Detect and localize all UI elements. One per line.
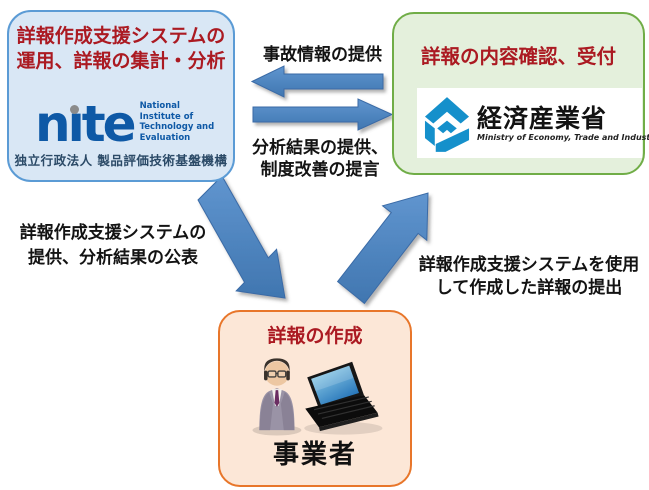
business-box-title: 詳報の作成 <box>267 325 363 347</box>
nite-org-name: 独立行政法人 製品評価技術基盤機構 <box>14 153 228 168</box>
meti-org-name: 経済産業省 <box>477 103 608 133</box>
label-analysis-line1: 分析結果の提供、 <box>252 138 388 158</box>
nite-wordmark: n ı te <box>35 95 137 153</box>
arrow-business-to-meti <box>336 192 429 305</box>
nite-wordmark-i: ı <box>67 95 85 153</box>
nite-wordmark-te: te <box>81 95 137 153</box>
nite-logo: n ı te National Institute of Technology … <box>35 86 214 152</box>
business-box: 詳報の作成 <box>218 310 412 487</box>
arrow-meti-to-nite <box>250 65 384 98</box>
businessman-laptop-icon <box>252 358 383 436</box>
label-incident-info: 事故情報の提供 <box>263 45 382 65</box>
nite-logo-caption: National Institute of Technology and Eva… <box>140 101 215 143</box>
label-submit-line2: して作成した詳報の提出 <box>435 278 623 298</box>
label-system-provision: 詳報作成支援システムの 提供、分析結果の公表 <box>8 221 218 271</box>
business-label: 事業者 <box>272 440 357 470</box>
nite-caption-line1: National <box>139 101 180 111</box>
meti-box-title: 詳報の内容確認、受付 <box>420 45 616 68</box>
meti-box: 詳報の内容確認、受付 経済産業省 Ministry of Economy, Tr… <box>392 12 649 175</box>
meti-logo-mark-icon <box>424 96 470 152</box>
nite-box-title-line2: 運用、詳報の集計・分析 <box>16 50 226 72</box>
nite-wordmark-n: n <box>35 95 71 153</box>
nite-box-title-line1: 詳報作成支援システムの <box>16 25 226 47</box>
meti-logo-panel: 経済産業省 Ministry of Economy, Trade and Ind… <box>417 88 649 158</box>
arrow-nite-to-meti <box>252 98 394 131</box>
arrow-nite-to-business <box>197 175 286 299</box>
label-report-submission: 詳報作成支援システムを使用 して作成した詳報の提出 <box>405 254 649 300</box>
label-provide-line2: 提供、分析結果の公表 <box>28 248 198 268</box>
meti-logo-texts: 経済産業省 Ministry of Economy, Trade and Ind… <box>477 105 649 142</box>
nite-box: 詳報作成支援システムの 運用、詳報の集計・分析 n ı te National … <box>7 10 235 182</box>
nite-caption-line2: Institute of <box>139 111 194 122</box>
label-provide-line1: 詳報作成支援システムの <box>19 223 207 243</box>
label-submit-line1: 詳報作成支援システムを使用 <box>418 255 640 275</box>
meti-org-name-en: Ministry of Economy, Trade and Industry <box>477 132 649 142</box>
label-analysis-line2: 制度改善の提言 <box>260 159 380 180</box>
nite-caption-line4: Evaluation <box>139 132 191 143</box>
nite-i-dot-icon <box>69 105 79 114</box>
nite-box-title: 詳報作成支援システムの 運用、詳報の集計・分析 <box>9 24 233 74</box>
label-analysis-results: 分析結果の提供、 制度改善の提言 <box>240 138 400 181</box>
nite-caption-line3: Technology and <box>139 122 215 132</box>
